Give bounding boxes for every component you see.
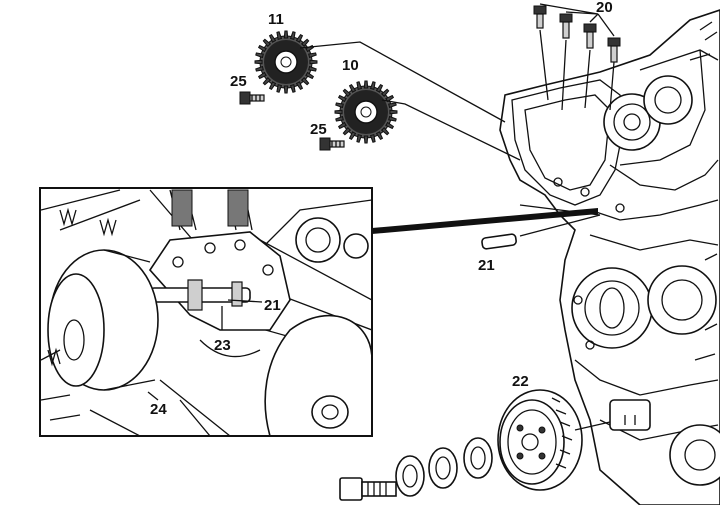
sprocket-tooth	[334, 109, 343, 115]
sprocket-tooth	[289, 84, 296, 93]
sprocket-tooth	[369, 81, 376, 90]
sprocket-tooth	[337, 94, 347, 103]
sprocket-tooth	[295, 33, 304, 43]
crank-bolt	[339, 477, 397, 501]
sprocket-tooth	[300, 38, 310, 48]
sprocket-tooth	[337, 121, 347, 130]
sprocket-tooth	[363, 80, 369, 89]
sprocket-tooth	[375, 131, 384, 141]
sprocket-tooth	[309, 59, 318, 65]
sprocket-tooth	[276, 84, 283, 93]
sprocket-tooth	[254, 59, 263, 65]
sprocket-tooth	[308, 65, 317, 72]
callout-21-dowel: 21	[478, 257, 495, 274]
callout-20: 20	[596, 0, 613, 16]
sprocket-11	[254, 30, 506, 123]
sprocket-tooth	[348, 83, 357, 93]
sprocket-tooth	[356, 81, 363, 90]
callout-24: 24	[150, 401, 167, 418]
callout-23: 23	[214, 337, 231, 354]
sprocket-tooth	[305, 71, 315, 80]
sprocket-tooth	[300, 76, 310, 86]
detail-leader-line	[372, 208, 598, 234]
engine-block	[499, 9, 720, 505]
sprocket-tooth	[388, 115, 397, 122]
detail-inset	[39, 187, 373, 437]
sprocket-tooth	[380, 88, 390, 98]
sprocket-tooth	[283, 85, 289, 94]
sprocket-tooth	[257, 71, 267, 80]
sprocket-tooth	[388, 102, 397, 109]
sprocket-tooth	[369, 134, 376, 143]
sprocket-tooth	[363, 135, 369, 144]
callout-21-detail: 21	[264, 297, 281, 314]
bolt-25-lower	[319, 137, 345, 151]
sprocket-tooth	[268, 33, 277, 43]
sprocket-10	[334, 80, 521, 161]
sprocket-tooth	[380, 126, 390, 136]
bolt-25-upper	[239, 91, 265, 105]
sprocket-tooth	[289, 31, 296, 40]
sprocket-tooth	[262, 76, 272, 86]
sprocket-tooth	[385, 121, 395, 130]
crank-pulley-22	[497, 389, 611, 491]
sprocket-tooth	[356, 134, 363, 143]
sprocket-tooth	[342, 88, 352, 98]
washers	[395, 437, 493, 497]
sprocket-tooth	[308, 52, 317, 59]
sprocket-tooth	[262, 38, 272, 48]
sprocket-tooth	[335, 115, 344, 122]
sprocket-tooth	[375, 83, 384, 93]
callout-10: 10	[342, 57, 359, 74]
callout-11: 11	[268, 11, 284, 28]
dowel-pin-21	[481, 214, 601, 250]
sprocket-tooth	[348, 131, 357, 141]
sprocket-tooth	[342, 126, 352, 136]
callout-25-lower: 25	[310, 121, 327, 138]
sprocket-tooth	[389, 109, 398, 115]
sprocket-tooth	[255, 52, 264, 59]
callout-25-upper: 25	[230, 73, 247, 90]
sprocket-tooth	[276, 31, 283, 40]
sprocket-tooth	[295, 81, 304, 91]
callout-22: 22	[512, 373, 529, 390]
sprocket-tooth	[255, 65, 264, 72]
sprocket-tooth	[335, 102, 344, 109]
sprocket-tooth	[268, 81, 277, 91]
bolts-20	[533, 3, 621, 111]
sprocket-tooth	[283, 30, 289, 39]
sprocket-tooth	[257, 44, 267, 53]
